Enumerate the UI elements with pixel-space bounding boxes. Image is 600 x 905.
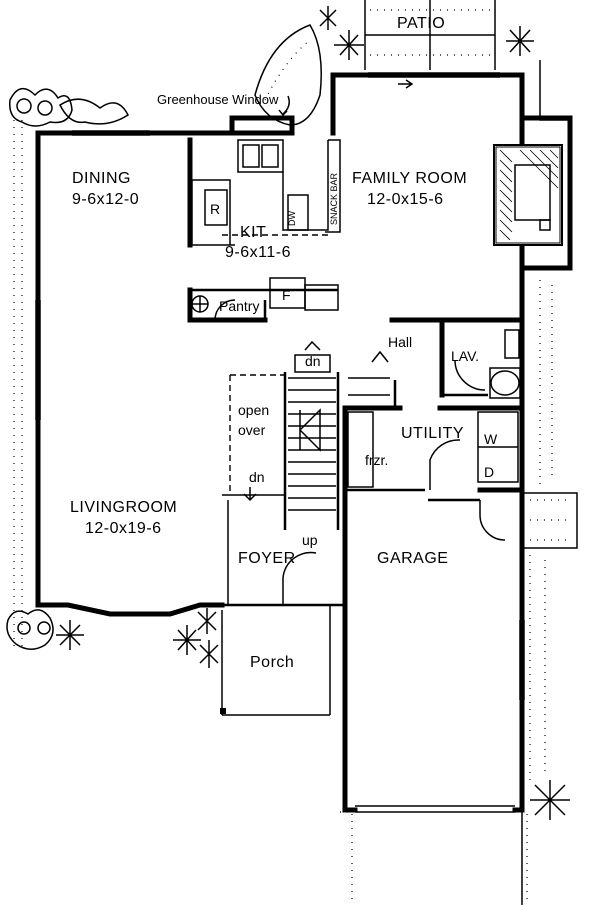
foyer-label: FOYER <box>238 550 296 567</box>
dining-size: 9-6x12-0 <box>72 191 139 208</box>
fireplace <box>493 115 573 271</box>
utility-fixtures <box>347 411 519 490</box>
stairs <box>222 340 390 605</box>
side-steps <box>521 492 578 549</box>
family-room-name: FAMILY ROOM <box>352 170 467 187</box>
greenhouse-label: Greenhouse Window <box>157 92 279 107</box>
snack-bar-label: SNACK BAR <box>329 172 339 225</box>
sliding-door-arrow <box>398 79 414 89</box>
porch-label: Porch <box>250 654 294 671</box>
family-room-size: 12-0x15-6 <box>367 191 444 208</box>
stairs-down-living-label: dn <box>249 469 265 485</box>
living-room-name: LIVINGROOM <box>70 499 177 516</box>
sink-outline <box>237 139 284 173</box>
starburst-shrubs <box>56 6 570 820</box>
lav-label: LAV. <box>451 348 479 364</box>
refrigerator-label: R <box>210 201 220 217</box>
windows <box>35 72 515 813</box>
exterior-walls <box>35 72 525 813</box>
doors <box>220 500 525 716</box>
kitchen-size: 9-6x11-6 <box>225 244 291 261</box>
living-room-size: 12-0x19-6 <box>85 520 162 537</box>
open-over-label-1: open <box>238 402 269 418</box>
lav-fixtures <box>454 329 521 399</box>
kitchen-name: KIT <box>240 224 266 241</box>
dishwasher-label: DW <box>287 211 297 226</box>
landscaping <box>6 6 570 905</box>
freezer-f-label: F <box>282 287 291 303</box>
dryer-label: D <box>484 464 494 480</box>
patio-area <box>364 0 496 70</box>
pantry-label: Pantry <box>219 298 259 314</box>
interior-walls <box>187 137 525 530</box>
patio-label: PATIO <box>397 15 445 32</box>
stairs-up-label: up <box>302 532 318 548</box>
washer-label: W <box>484 431 498 447</box>
kitchen-counters <box>191 139 341 246</box>
open-over-label-2: over <box>238 422 266 438</box>
freezer-label: frzr. <box>365 452 388 468</box>
utility-label: UTILITY <box>401 425 464 442</box>
stairs-down-top-label: dn <box>305 353 321 369</box>
dining-name: DINING <box>72 170 131 187</box>
pantry-closet <box>191 277 339 321</box>
garage-label: GARAGE <box>377 550 448 567</box>
refrigerator-outline <box>204 189 228 226</box>
hall-label: Hall <box>388 334 412 350</box>
freezer-outline <box>347 411 374 488</box>
dishwasher-outline <box>287 194 309 231</box>
